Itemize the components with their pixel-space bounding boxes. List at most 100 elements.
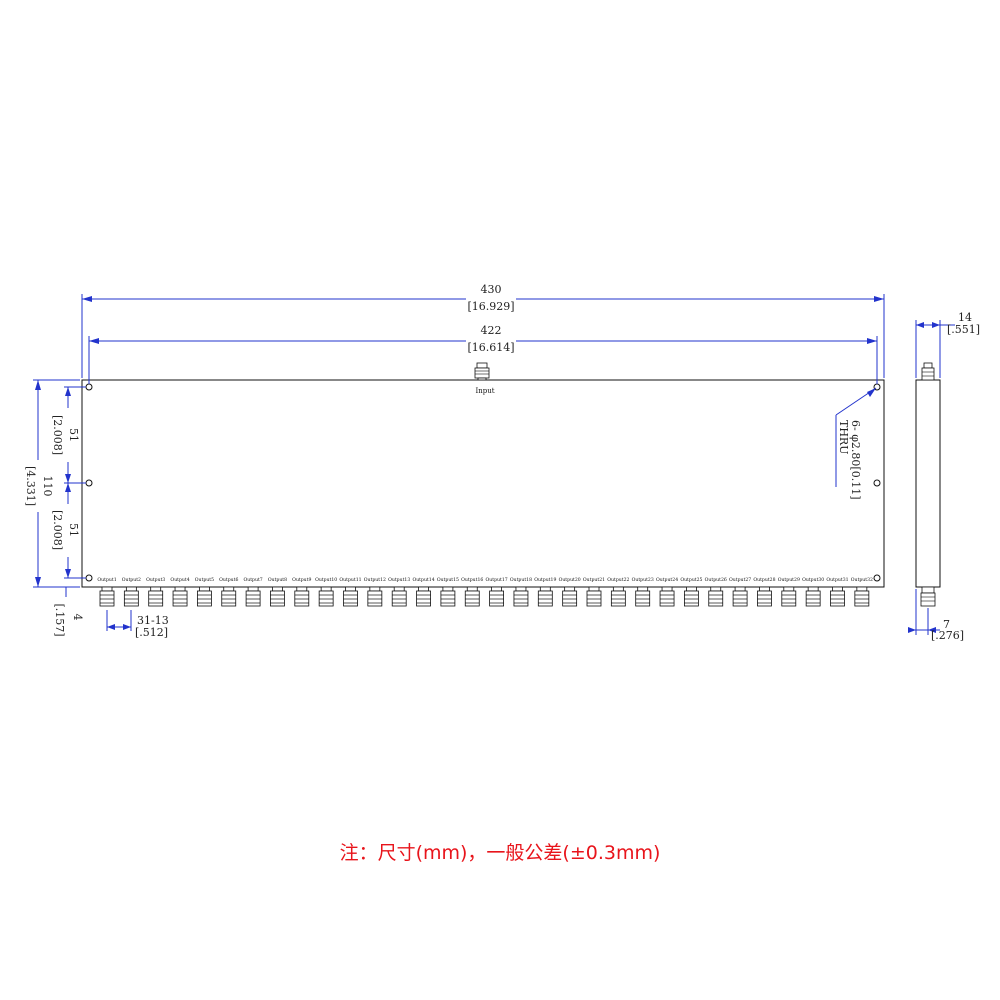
input-label: Input — [475, 387, 494, 395]
output-connector: Output25 — [680, 577, 703, 607]
front-panel-outline — [81, 379, 885, 588]
dimension-connector-protrusion: 4 [.157] — [53, 586, 84, 637]
output-connector: Output31 — [826, 577, 849, 607]
output-label: Output7 — [243, 577, 262, 583]
output-connectors: Output1 Output2 Output3 Output4 Output5 Outpu… — [97, 577, 873, 607]
output-label: Output8 — [268, 577, 287, 583]
dimension-side-offset: 7 [.276] — [908, 589, 964, 642]
mounting-hole-mid-left — [85, 479, 93, 487]
output-label: Output4 — [170, 577, 189, 583]
output-label: Output23 — [632, 577, 654, 583]
input-connector — [474, 362, 490, 381]
output-label: Output11 — [339, 577, 361, 583]
output-connector: Output19 — [534, 577, 556, 607]
output-label: Output28 — [753, 577, 775, 583]
side-view — [915, 362, 941, 607]
output-label: Output14 — [412, 577, 434, 583]
output-connector: Output15 — [437, 577, 459, 607]
output-label: Output30 — [802, 577, 824, 583]
output-label: Output16 — [461, 577, 483, 583]
output-label: Output26 — [705, 577, 727, 583]
dimension-height: 110 [4.331] — [24, 379, 80, 588]
overall-width-mm: 430 — [481, 283, 502, 296]
output-connector: Output13 — [388, 577, 410, 607]
mounting-hole-bottom-left — [85, 574, 93, 582]
dimension-hole-span: 422 [16.614] — [88, 324, 878, 384]
connector-pitch-mm: 31-13 — [137, 614, 169, 627]
height-in: [4.331] — [24, 466, 37, 506]
output-connector: Output22 — [607, 577, 630, 607]
dimension-connector-pitch: 31-13 [.512] — [106, 610, 169, 639]
output-label: Output27 — [729, 577, 751, 583]
output-label: Output19 — [534, 577, 556, 583]
side-offset-mm: 7 — [943, 618, 950, 631]
dimension-upper-hole-pitch: 51 [2.008] — [51, 386, 86, 484]
output-connector: Output16 — [461, 577, 483, 607]
depth-in: [.551] — [947, 323, 980, 336]
output-connector: Output3 — [146, 577, 165, 607]
output-label: Output9 — [292, 577, 311, 583]
protrusion-mm: 4 — [71, 614, 84, 621]
output-connector: Output11 — [339, 577, 362, 607]
output-label: Output6 — [219, 577, 238, 583]
output-label: Output5 — [195, 577, 214, 583]
output-label: Output17 — [486, 577, 508, 583]
output-connector: Output12 — [364, 577, 386, 607]
output-label: Output12 — [364, 577, 386, 583]
output-connector: Output32 — [851, 577, 873, 607]
upper-pitch-in: [2.008] — [51, 415, 64, 455]
output-label: Output25 — [680, 577, 702, 583]
output-label: Output13 — [388, 577, 410, 583]
output-label: Output20 — [559, 577, 581, 583]
output-label: Output31 — [826, 577, 848, 583]
depth-mm: 14 — [958, 311, 972, 324]
output-connector: Output9 — [292, 577, 311, 607]
dimension-depth: 14 [.551] — [915, 311, 980, 378]
output-connector: Output8 — [268, 577, 287, 607]
protrusion-in: [.157] — [53, 603, 66, 636]
output-connector: Output23 — [632, 577, 654, 607]
output-connector: Output26 — [705, 577, 727, 607]
overall-width-in: [16.929] — [467, 300, 514, 313]
hole-span-in: [16.614] — [467, 341, 514, 354]
upper-pitch-mm: 51 — [67, 428, 80, 442]
output-label: Output15 — [437, 577, 459, 583]
hole-callout-thru: THRU — [837, 420, 850, 454]
output-label: Output3 — [146, 577, 165, 583]
height-mm: 110 — [41, 476, 54, 497]
tolerance-note: 注：尺寸(mm)，一般公差(±0.3mm) — [339, 842, 661, 864]
output-label: Output24 — [656, 577, 678, 583]
mounting-hole-mid-right — [873, 479, 881, 487]
lower-pitch-in: [2.008] — [51, 510, 64, 550]
output-connector: Output30 — [802, 577, 824, 607]
hole-span-mm: 422 — [481, 324, 502, 337]
output-connector: Output6 — [219, 577, 238, 607]
output-connector: Output4 — [170, 577, 190, 607]
output-label: Output29 — [778, 577, 800, 583]
dimension-lower-hole-pitch: 51 [2.008] — [51, 483, 86, 579]
mounting-hole-top-left — [85, 383, 93, 391]
side-panel-outline — [915, 379, 941, 588]
output-connector: Output24 — [656, 577, 678, 607]
output-connector: Output27 — [729, 577, 751, 607]
side-offset-in: [.276] — [931, 629, 964, 642]
output-connector: Output21 — [583, 577, 605, 607]
output-label: Output2 — [122, 577, 141, 583]
output-label: Output32 — [851, 577, 873, 583]
output-connector: Output29 — [778, 577, 800, 607]
output-connector: Output20 — [559, 577, 581, 607]
output-connector: Output7 — [243, 577, 263, 607]
lower-pitch-mm: 51 — [67, 523, 80, 537]
output-connector: Output17 — [486, 577, 508, 607]
output-connector: Output1 — [97, 577, 117, 607]
output-connector: Output2 — [122, 577, 141, 607]
output-connector: Output5 — [195, 577, 214, 607]
output-connector: Output18 — [510, 577, 532, 607]
output-connector: Output28 — [753, 577, 776, 607]
connector-pitch-in: [.512] — [135, 626, 168, 639]
output-label: Output21 — [583, 577, 605, 583]
output-connector: Output14 — [412, 577, 435, 607]
hole-callout: 6- φ2.80[0.11] THRU — [835, 387, 877, 499]
